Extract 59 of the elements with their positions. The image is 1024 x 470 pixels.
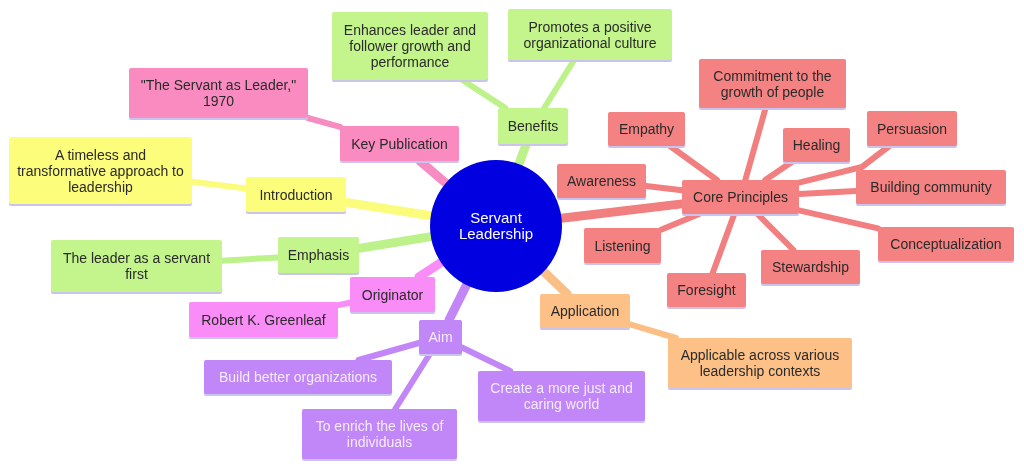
topic-box xyxy=(498,108,568,144)
topic-label: Empathy xyxy=(618,121,675,137)
topic-box xyxy=(51,240,222,292)
topic-label: Create a more just and caring world xyxy=(489,380,634,412)
topic-label: Listening xyxy=(594,237,651,254)
topic-box xyxy=(699,59,846,108)
topic-box xyxy=(608,112,685,146)
topic-box xyxy=(419,320,462,354)
topic-label: Robert K. Greenleaf xyxy=(201,311,326,328)
topic-label: Foresight xyxy=(677,282,736,298)
branch-line xyxy=(305,115,343,130)
topic-box xyxy=(668,338,852,388)
topic-label: Stewardship xyxy=(771,259,849,275)
topic-label: Enhances leader and follower growth and performance xyxy=(342,22,478,70)
topic-label: Building community xyxy=(870,179,992,195)
topic-box xyxy=(682,180,799,214)
topic-label: Application xyxy=(550,303,620,319)
topic-label: The leader as a servant first xyxy=(61,250,212,282)
topic-box xyxy=(189,302,338,337)
topic-box xyxy=(508,9,672,60)
topic-label: Promotes a positive organizational culture xyxy=(522,18,658,51)
topic-box xyxy=(557,164,646,198)
topic-box xyxy=(783,128,850,162)
topic-label: Build better organizations xyxy=(219,369,377,385)
topic-box xyxy=(350,277,435,312)
topic-box xyxy=(878,227,1014,261)
topic-box xyxy=(246,177,346,212)
topic-label: To enrich the lives of individuals xyxy=(314,418,445,450)
central-topic-circle xyxy=(430,160,562,292)
topic-box xyxy=(332,12,488,80)
topic-label: Healing xyxy=(792,137,841,153)
topic-box xyxy=(340,126,459,161)
topic-label: Persuasion xyxy=(876,120,947,137)
topic-box xyxy=(302,409,457,459)
topic-label: Servant Leadership xyxy=(457,210,535,242)
topic-label: Emphasis xyxy=(287,247,350,263)
topic-label: "The Servant as Leader," 1970 xyxy=(139,77,298,109)
topic-label: Core Principles xyxy=(693,189,788,205)
topic-box xyxy=(584,228,661,263)
topic-box xyxy=(667,273,746,307)
topic-box xyxy=(9,137,192,204)
topic-label: Key Publication xyxy=(351,135,448,152)
topic-box xyxy=(478,371,645,421)
topic-label: Benefits xyxy=(507,118,559,134)
topic-label: Conceptualization xyxy=(890,236,1002,252)
topic-label: Commitment to the growth of people xyxy=(712,67,833,100)
topic-box xyxy=(856,170,1006,204)
topic-label: Awareness xyxy=(567,173,636,189)
topic-label: Originator xyxy=(361,286,424,303)
topic-box xyxy=(761,250,860,284)
topic-box xyxy=(204,360,392,394)
topic-label: A timeless and transformative approach to leadership xyxy=(16,146,185,195)
topic-box xyxy=(540,294,630,328)
topic-label: Introduction xyxy=(259,186,333,203)
topic-label: Applicable across various leadership contexts xyxy=(679,347,841,379)
topic-box xyxy=(278,237,359,273)
topic-label: Aim xyxy=(428,329,453,345)
topic-box xyxy=(129,68,308,118)
topic-box xyxy=(867,111,957,146)
